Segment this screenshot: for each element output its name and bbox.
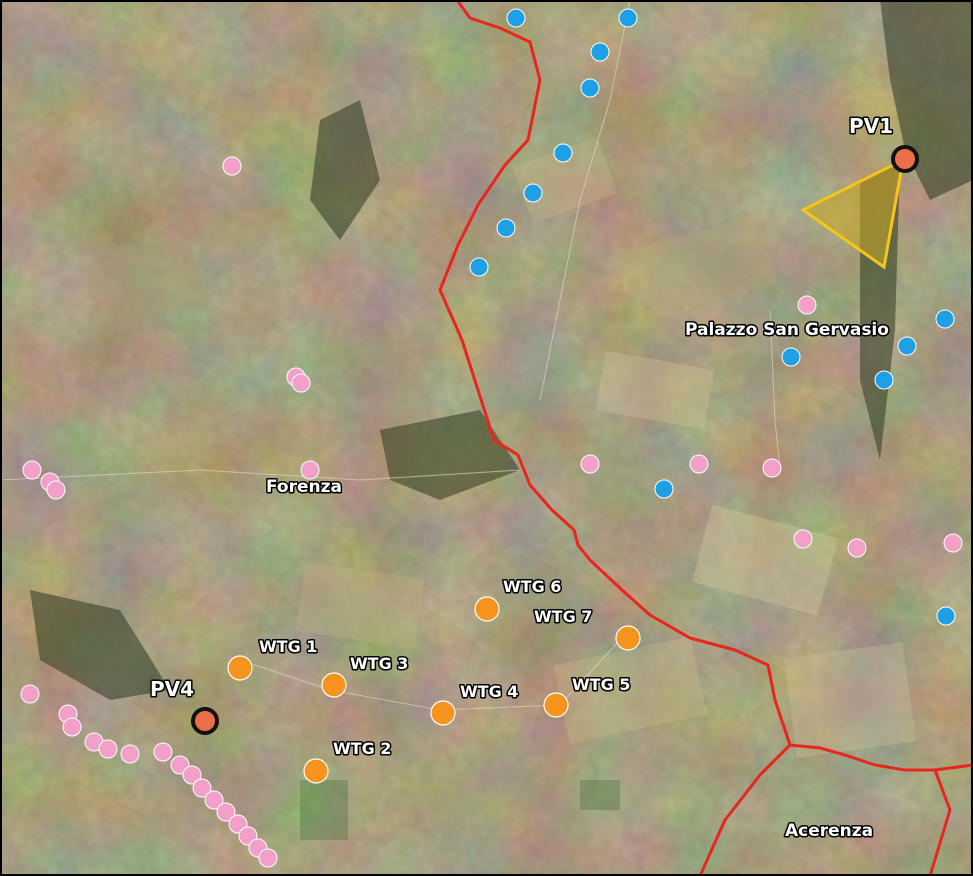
blue-marker	[897, 336, 917, 356]
pink-marker	[182, 765, 202, 785]
pink-marker	[46, 480, 66, 500]
pink-marker	[20, 684, 40, 704]
administrative-boundary	[438, 0, 973, 876]
pv1-label: PV1	[849, 114, 893, 138]
blue-marker	[781, 347, 801, 367]
blue-marker	[553, 143, 573, 163]
wtg6-marker[interactable]	[474, 596, 500, 622]
place-label-palazzo: Palazzo San Gervasio	[685, 320, 889, 340]
blue-marker	[935, 309, 955, 329]
wtg2-label: WTG 2	[333, 739, 391, 758]
blue-marker	[618, 8, 638, 28]
pink-marker	[580, 454, 600, 474]
pink-marker	[98, 739, 118, 759]
blue-turbine-markers	[469, 8, 956, 626]
blue-marker	[874, 370, 894, 390]
wtg5-marker[interactable]	[543, 692, 569, 718]
place-label-forenza: Forenza	[266, 477, 342, 497]
pink-marker	[192, 778, 212, 798]
pink-marker	[762, 458, 782, 478]
pink-marker	[216, 802, 236, 822]
pink-marker	[689, 454, 709, 474]
wtg3-label: WTG 3	[350, 654, 408, 673]
proposed-turbines	[227, 596, 641, 784]
wtg4-label: WTG 4	[460, 682, 518, 701]
pink-marker	[204, 790, 224, 810]
viewshed-triangle	[800, 157, 905, 270]
pink-marker	[222, 156, 242, 176]
blue-marker	[654, 479, 674, 499]
wtg6-label: WTG 6	[503, 577, 561, 596]
wtg1-label: WTG 1	[259, 637, 317, 656]
blue-marker	[506, 8, 526, 28]
pink-marker	[258, 848, 278, 868]
wtg4-marker[interactable]	[430, 700, 456, 726]
field-patches	[81, 136, 917, 840]
pv1-marker[interactable]	[891, 145, 919, 173]
pink-marker	[300, 460, 320, 480]
pink-marker	[291, 373, 311, 393]
wtg5-label: WTG 5	[572, 675, 630, 694]
blue-marker	[469, 257, 489, 277]
pv4-marker[interactable]	[191, 707, 219, 735]
place-label-acerenza: Acerenza	[785, 821, 873, 841]
blue-marker	[523, 183, 543, 203]
wtg3-marker[interactable]	[321, 672, 347, 698]
pink-marker	[793, 529, 813, 549]
pink-turbine-markers	[20, 156, 963, 868]
pink-marker	[22, 460, 42, 480]
pink-marker	[62, 717, 82, 737]
pink-marker	[120, 744, 140, 764]
wtg1-marker[interactable]	[227, 655, 253, 681]
wtg7-label: WTG 7	[534, 607, 592, 626]
pink-marker	[943, 533, 963, 553]
blue-marker	[580, 78, 600, 98]
wtg2-marker[interactable]	[303, 758, 329, 784]
pv4-label: PV4	[150, 677, 194, 701]
blue-marker	[936, 606, 956, 626]
pink-marker	[847, 538, 867, 558]
pink-marker	[153, 742, 173, 762]
wtg7-marker[interactable]	[615, 625, 641, 651]
blue-marker	[590, 42, 610, 62]
blue-marker	[496, 218, 516, 238]
pink-marker	[797, 295, 817, 315]
